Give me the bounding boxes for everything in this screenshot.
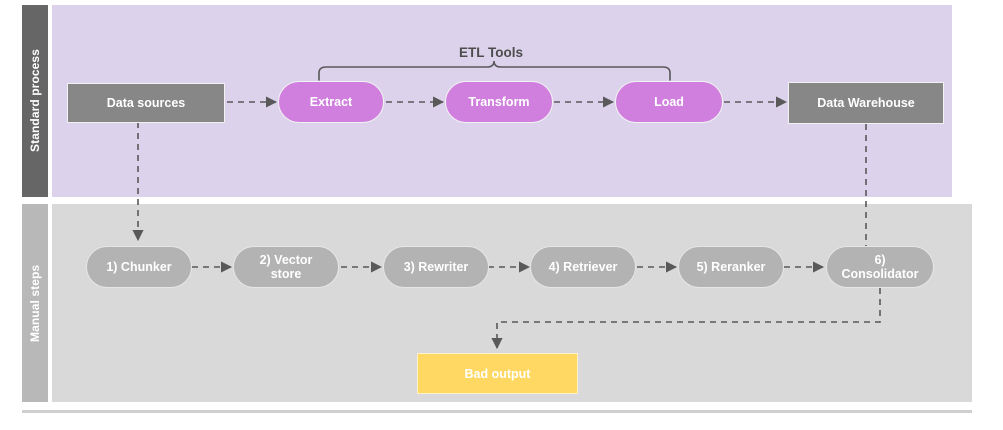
node-load[interactable]: Load xyxy=(615,81,723,123)
bottom-divider xyxy=(22,410,972,413)
lane-label-manual-steps: Manual steps xyxy=(22,204,48,402)
node-reranker[interactable]: 5) Reranker xyxy=(678,246,784,288)
node-rewriter[interactable]: 3) Rewriter xyxy=(383,246,489,288)
node-extract[interactable]: Extract xyxy=(278,81,384,123)
node-consolidator[interactable]: 6)Consolidator xyxy=(826,246,934,288)
etl-tools-label: ETL Tools xyxy=(459,45,523,60)
lane-label-standard-process: Standard process xyxy=(22,5,48,197)
node-retriever[interactable]: 4) Retriever xyxy=(530,246,636,288)
node-data-sources[interactable]: Data sources xyxy=(67,83,225,123)
node-chunker[interactable]: 1) Chunker xyxy=(86,246,192,288)
node-transform[interactable]: Transform xyxy=(445,81,553,123)
node-bad-output[interactable]: Bad output xyxy=(417,353,578,394)
node-data-warehouse[interactable]: Data Warehouse xyxy=(788,82,944,124)
